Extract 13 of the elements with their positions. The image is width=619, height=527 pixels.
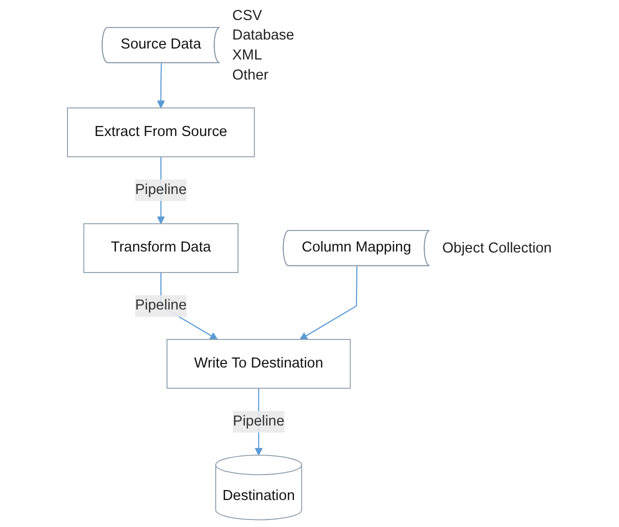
edge-label: Pipeline xyxy=(135,182,187,198)
list-item: XML xyxy=(232,48,262,64)
list-item: Other xyxy=(232,67,268,84)
node-label: Object Collection xyxy=(442,240,552,257)
list-item: Database xyxy=(232,28,294,44)
node-box: Write To Destination xyxy=(166,338,351,389)
list-item: CSV xyxy=(232,8,262,24)
edge-label: Pipeline xyxy=(232,414,284,429)
arrow xyxy=(156,63,165,108)
node-box: Extract From Source xyxy=(66,107,255,158)
arrow xyxy=(300,266,358,340)
edge-label: Pipeline xyxy=(135,298,187,314)
node-box: Transform Data xyxy=(83,223,238,273)
